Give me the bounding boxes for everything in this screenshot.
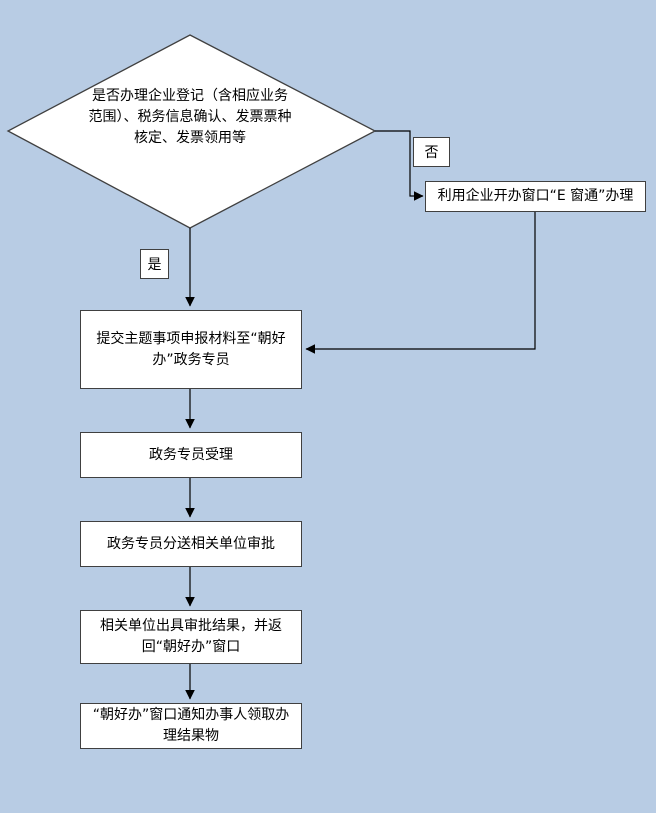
edge-label-yes: 是 <box>140 249 169 279</box>
decision-node-text: 是否办理企业登记（含相应业务范围）、税务信息确认、发票票种核定、发票领用等 <box>88 88 292 146</box>
process-box-ewindow: 利用企业开办窗口“E 窗通”办理 <box>425 181 646 212</box>
process-box-accept: 政务专员受理 <box>80 432 302 478</box>
process-box-dispatch: 政务专员分送相关单位审批 <box>80 521 302 567</box>
edge-label-no: 否 <box>413 137 450 167</box>
connector-decision-no-to-ewindow <box>375 130 424 201</box>
process-box-notify: “朝好办”窗口通知办事人领取办理结果物 <box>80 703 302 749</box>
connector-ewindow-to-submit <box>305 211 536 354</box>
process-box-submit: 提交主题事项申报材料至“朝好办”政务专员 <box>80 310 302 389</box>
process-box-result: 相关单位出具审批结果，并返回“朝好办”窗口 <box>80 610 302 664</box>
